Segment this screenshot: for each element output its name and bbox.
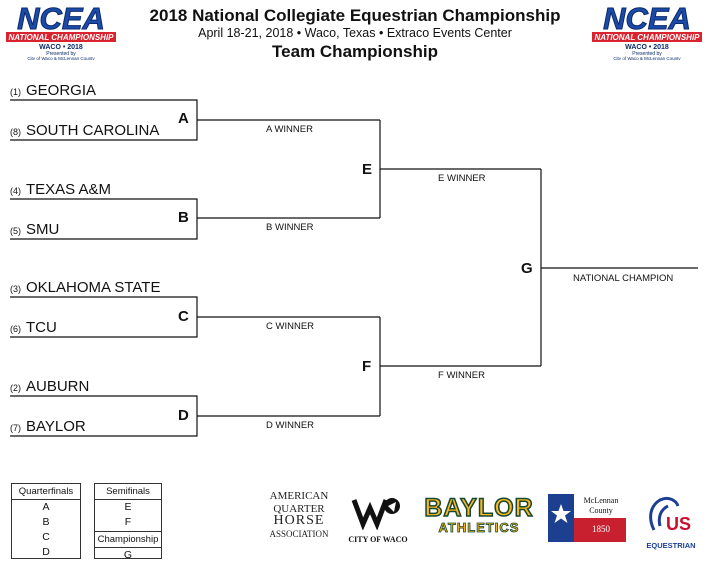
team-name: AUBURN — [26, 378, 90, 395]
section-title: Team Championship — [272, 42, 438, 61]
match-letter-g: G — [521, 260, 533, 277]
page-title: 2018 National Collegiate Equestrian Cham… — [149, 6, 561, 25]
baylor-text: BAYLOR — [424, 494, 534, 522]
match-letter-c: C — [178, 308, 189, 325]
team-slot: (5) SMU — [10, 221, 59, 238]
year-text: 1850 — [592, 524, 610, 534]
national-champion-label: NATIONAL CHAMPION — [573, 273, 674, 284]
team-name: SMU — [26, 221, 60, 238]
city-of-waco-logo: CITY OF WACO — [348, 492, 408, 544]
horse-head-icon — [649, 496, 680, 531]
team-name: TCU — [26, 319, 57, 336]
legend-quarterfinals: Quarterfinals A B C D — [11, 483, 81, 559]
seed-label: (4) — [10, 186, 21, 196]
waco-w-icon — [351, 498, 400, 531]
ncea-logo-left: NCEA NATIONAL CHAMPIONSHIP WACO • 2018 P… — [2, 1, 120, 61]
svg-text:NCEA: NCEA — [17, 2, 105, 36]
svg-text:Presented by: Presented by — [632, 51, 662, 57]
team-slot: (1) GEORGIA — [10, 82, 96, 99]
legend-heading: Championship — [95, 531, 161, 548]
team-slot: (7) BAYLOR — [10, 418, 86, 435]
winner-label-f: F WINNER — [438, 370, 485, 381]
event-subtitle: April 18-21, 2018 • Waco, Texas • Extrac… — [198, 26, 512, 40]
mclennan-county-logo: McLennan County 1850 — [548, 494, 626, 542]
mclennan-text: McLennan — [583, 496, 619, 505]
us-text: US — [666, 514, 692, 534]
us-equestrian-logo: US EQUESTRIAN — [640, 496, 702, 550]
team-name: OKLAHOMA STATE — [26, 279, 161, 296]
legend-heading: Semifinals — [95, 484, 161, 500]
legend-heading: Quarterfinals — [12, 484, 80, 500]
svg-text:WACO • 2018: WACO • 2018 — [625, 44, 669, 51]
svg-text:City of Waco & McLennan County: City of Waco & McLennan County — [27, 56, 95, 60]
seed-label: (2) — [10, 383, 21, 393]
svg-text:NATIONAL CHAMPIONSHIP: NATIONAL CHAMPIONSHIP — [8, 33, 114, 42]
waco-text: CITY OF WACO — [348, 535, 408, 544]
equestrian-text: EQUESTRIAN — [646, 541, 696, 550]
seed-label: (3) — [10, 284, 21, 294]
winner-label-a: A WINNER — [266, 124, 313, 135]
seed-label: (8) — [10, 127, 21, 137]
team-slot: (3) OKLAHOMA STATE — [10, 279, 160, 296]
legend-item: E — [124, 501, 132, 513]
aqha-line: QUARTER — [273, 502, 325, 515]
match-letter-f: F — [362, 358, 372, 375]
winner-label-e: E WINNER — [438, 173, 486, 184]
match-letter-a: A — [178, 110, 189, 127]
seed-label: (7) — [10, 423, 21, 433]
legend-item: C — [42, 531, 50, 543]
baylor-athletics-logo: BAYLOR ATHLETICS — [420, 494, 538, 535]
ncea-logo-right: NCEA NATIONAL CHAMPIONSHIP WACO • 2018 P… — [588, 1, 706, 61]
legend-item: G — [123, 549, 133, 561]
match-letter-b: B — [178, 209, 189, 226]
aqha-logo: AMERICAN QUARTER HORSE ASSOCIATION — [258, 490, 340, 540]
county-text: County — [589, 506, 613, 515]
aqha-line: HORSE — [273, 513, 325, 528]
aqha-line: AMERICAN — [269, 490, 329, 502]
team-name: GEORGIA — [26, 82, 97, 99]
match-letter-e: E — [362, 161, 373, 178]
seed-label: (1) — [10, 87, 21, 97]
team-name: SOUTH CAROLINA — [26, 122, 160, 139]
team-slot: (4) TEXAS A&M — [10, 181, 111, 198]
team-slot: (2) AUBURN — [10, 378, 89, 395]
winner-label-b: B WINNER — [266, 222, 314, 233]
aqha-line: ASSOCIATION — [269, 528, 329, 539]
athletics-text: ATHLETICS — [438, 520, 520, 535]
svg-text:Presented by: Presented by — [46, 51, 76, 57]
legend-item: F — [124, 516, 132, 528]
svg-text:NATIONAL CHAMPIONSHIP: NATIONAL CHAMPIONSHIP — [594, 33, 700, 42]
svg-text:NCEA: NCEA — [603, 2, 691, 36]
legend-item: B — [42, 516, 50, 528]
winner-label-c: C WINNER — [266, 321, 315, 332]
team-name: TEXAS A&M — [26, 181, 112, 198]
winner-label-d: D WINNER — [266, 420, 315, 431]
legend-semifinals: Semifinals E F Championship G — [94, 483, 162, 561]
legend-item: D — [42, 546, 50, 558]
svg-text:WACO • 2018: WACO • 2018 — [39, 44, 83, 51]
match-letter-d: D — [178, 407, 189, 424]
team-slot: (8) SOUTH CAROLINA — [10, 122, 159, 139]
svg-text:City of Waco & McLennan County: City of Waco & McLennan County — [613, 56, 681, 60]
seed-label: (5) — [10, 226, 21, 236]
team-name: BAYLOR — [26, 418, 86, 435]
team-slot: (6) TCU — [10, 319, 57, 336]
seed-label: (6) — [10, 324, 21, 334]
legend-item: A — [42, 501, 50, 513]
